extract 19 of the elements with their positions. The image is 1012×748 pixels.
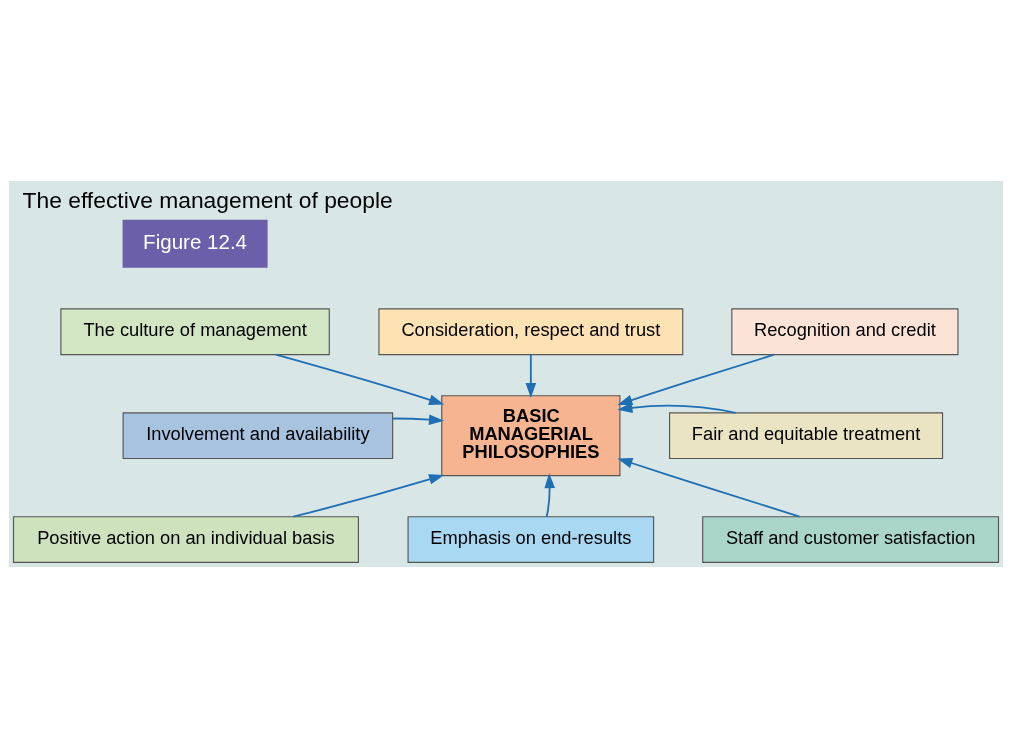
- node-box: Emphasis on end-results: [407, 516, 655, 563]
- node-box: BASIC MANAGERIAL PHILOSOPHIES: [441, 395, 621, 477]
- arrow: [617, 353, 775, 406]
- node-box: Positive action on an individual basis: [12, 516, 359, 563]
- node-box: Involvement and availability: [122, 412, 394, 460]
- arrow: [292, 474, 445, 518]
- arrow: [544, 473, 555, 518]
- label: Figure 12.4: [143, 229, 248, 253]
- node-box: Fair and equitable treatment: [669, 412, 944, 460]
- arrow: [617, 458, 801, 518]
- node-box: Recognition and credit: [731, 308, 959, 356]
- arrow: [617, 402, 737, 414]
- arrow: [525, 354, 537, 399]
- arrow: [391, 414, 445, 425]
- node-box: Consideration, respect and trust: [378, 308, 684, 356]
- node-box: Staff and customer satisfaction: [702, 516, 1000, 563]
- node-box: The culture of management: [60, 308, 330, 356]
- arrow: [274, 353, 445, 405]
- diagram-title: The effective management of people: [22, 187, 393, 214]
